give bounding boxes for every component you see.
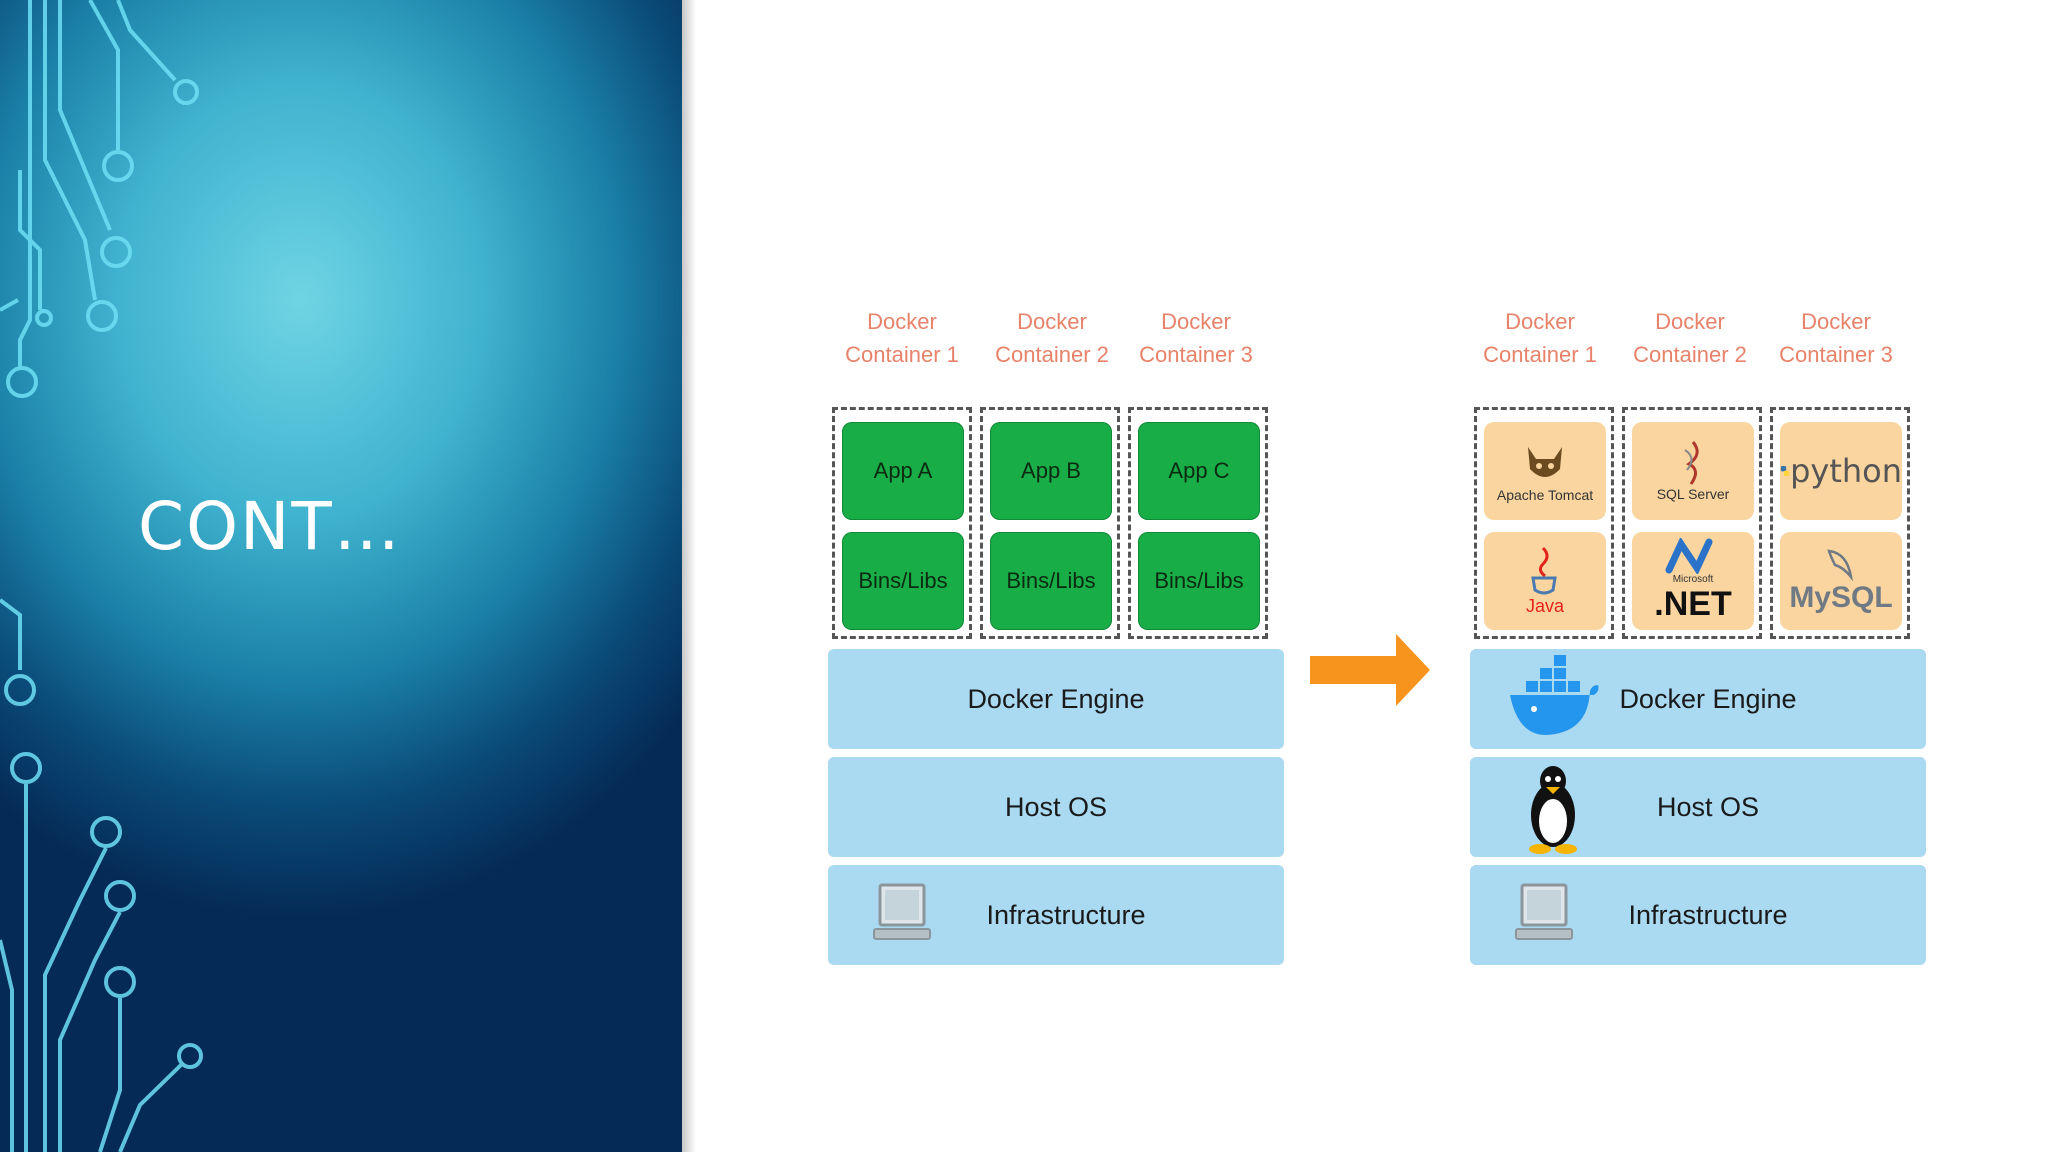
layer-label: Docker Engine <box>1619 683 1797 714</box>
mysql-dolphin-icon <box>1827 549 1853 581</box>
bins-libs-tile: Bins/Libs <box>990 532 1112 630</box>
layer-label: Infrastructure <box>986 899 1146 930</box>
tomcat-tile: Apache Tomcat <box>1484 422 1606 520</box>
microsoft-label: Microsoft <box>1672 574 1714 585</box>
java-cup-icon <box>1531 546 1557 594</box>
docker-container-2: App B Bins/Libs <box>980 407 1120 639</box>
bins-libs-tile: Bins/Libs <box>842 532 964 630</box>
linux-penguin-icon <box>1526 763 1580 862</box>
docker-container-1: App A Bins/Libs <box>832 407 972 639</box>
host-os-layer: Host OS <box>828 757 1284 857</box>
sql-server-label: SQL Server <box>1656 486 1730 502</box>
sql-server-tile: SQL Server <box>1632 422 1754 520</box>
java-label: Java <box>1525 595 1565 616</box>
mysql-tile: MySQL <box>1780 532 1902 630</box>
docker-engine-layer: Docker Engine <box>1470 649 1926 749</box>
python-icon <box>1780 465 1790 477</box>
title-panel: CONT… <box>0 0 682 1152</box>
left-diagram-traditional-apps: Docker Container 1 Docker Container 2 Do… <box>828 295 1288 965</box>
layer-label: Host OS <box>1004 791 1108 822</box>
app-tile: App C <box>1138 422 1260 520</box>
right-diagram-docker-stack: Docker Container 1 Docker Container 2 Do… <box>1470 295 1930 965</box>
container-header-2: Docker Container 2 <box>1633 309 1747 367</box>
java-tile: Java <box>1484 532 1606 630</box>
arrow-right-icon <box>1310 634 1430 706</box>
docker-container-1: Apache Tomcat Java <box>1474 407 1614 639</box>
container-header-3: Docker Container 3 <box>1779 309 1893 367</box>
bins-libs-tile: Bins/Libs <box>1138 532 1260 630</box>
docker-container-3: python MySQL <box>1770 407 1910 639</box>
dotnet-tile: Microsoft .NET <box>1632 532 1754 630</box>
docker-container-2: SQL Server Microsoft .NET <box>1622 407 1762 639</box>
layer-label: Host OS <box>1656 791 1760 822</box>
laptop-icon <box>1514 875 1574 962</box>
docker-engine-layer: Docker Engine <box>828 649 1284 749</box>
sql-server-icon <box>1684 441 1699 485</box>
dotnet-label: .NET <box>1654 585 1732 623</box>
host-os-layer: Host OS <box>1470 757 1926 857</box>
dotnet-icon <box>1665 538 1713 574</box>
python-label: python <box>1790 452 1902 490</box>
python-tile: python <box>1780 422 1902 520</box>
container-header-2: Docker Container 2 <box>995 309 1109 367</box>
app-tile: App A <box>842 422 964 520</box>
layer-label: Infrastructure <box>1628 899 1788 930</box>
slide-title: CONT… <box>138 488 402 565</box>
container-header-1: Docker Container 1 <box>845 309 959 367</box>
laptop-icon <box>872 875 932 962</box>
panel-shadow <box>682 0 696 1152</box>
tomcat-label: Apache Tomcat <box>1496 487 1594 503</box>
docker-whale-icon <box>1506 655 1602 754</box>
app-tile: App B <box>990 422 1112 520</box>
infrastructure-layer: Infrastructure <box>1470 865 1926 965</box>
layer-label: Docker Engine <box>967 683 1145 714</box>
circuit-decoration <box>0 0 203 1152</box>
tomcat-cat-icon <box>1528 447 1562 477</box>
infrastructure-layer: Infrastructure <box>828 865 1284 965</box>
mysql-label: MySQL <box>1789 581 1893 614</box>
container-header-3: Docker Container 3 <box>1139 309 1253 367</box>
docker-container-3: App C Bins/Libs <box>1128 407 1268 639</box>
container-header-1: Docker Container 1 <box>1483 309 1597 367</box>
